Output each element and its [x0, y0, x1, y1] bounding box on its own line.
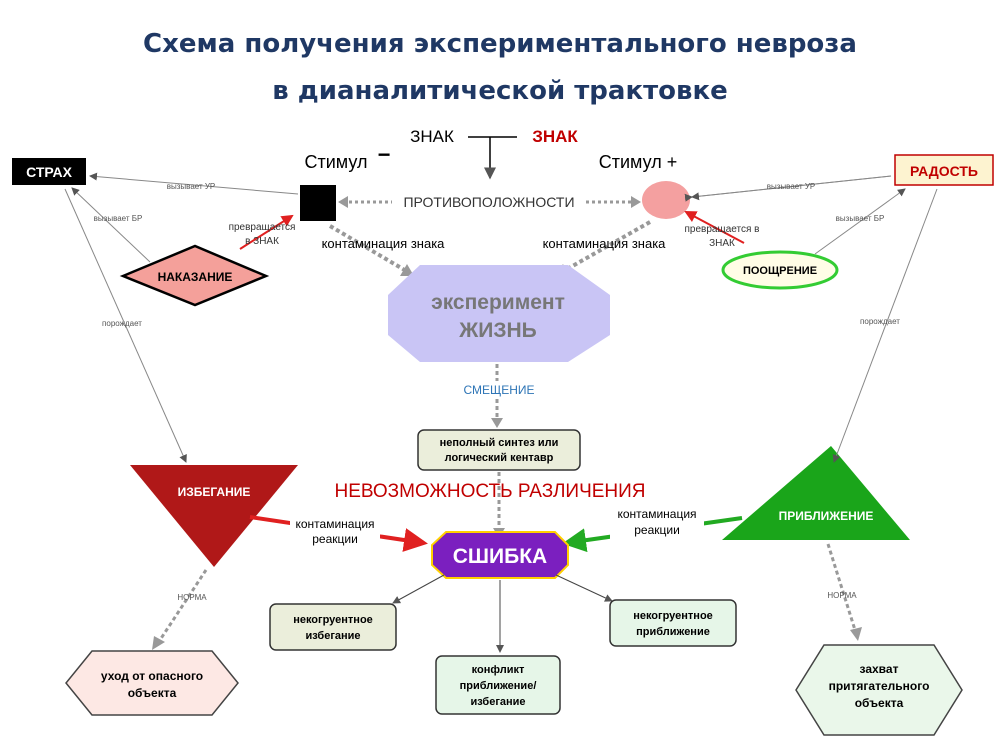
- contamination-sign-left-head: [400, 264, 414, 276]
- norm-left-arrow: [158, 569, 208, 641]
- displacement-label: СМЕЩЕНИЕ: [463, 383, 534, 397]
- turns-into-right-arrow: [684, 211, 745, 244]
- causes-br-left-arrow: [71, 187, 151, 263]
- capture-object-line1: захват: [860, 662, 899, 676]
- error-label: СШИБКА: [453, 545, 547, 568]
- approach-triangle: [722, 446, 910, 540]
- causes-br-right-arrow: [814, 188, 906, 255]
- contamination-reaction-right-line2: реакции: [634, 523, 680, 537]
- minus-sign: −: [378, 142, 391, 167]
- stimulus-minus-square: [300, 185, 336, 221]
- conflict-box: [435, 655, 561, 715]
- fear-box: [12, 158, 86, 185]
- causes-ur-left-label: вызывает УР: [167, 182, 216, 191]
- generates-right-arrow: [832, 188, 938, 463]
- incong-approach-line2: приближение: [636, 626, 710, 638]
- norm-right-label: НОРМА: [827, 591, 857, 600]
- turns-into-left-arrow: [239, 214, 294, 250]
- contamination-sign-left-label: контаминация знака: [322, 236, 446, 251]
- incong-avoid-line2: избегание: [305, 630, 360, 642]
- joy-label: РАДОСТЬ: [910, 163, 978, 179]
- sign-label-right: ЗНАК: [532, 127, 578, 146]
- avoidance-label: ИЗБЕГАНИЕ: [178, 485, 251, 499]
- displacement-label-bg: [456, 381, 542, 397]
- generates-right-label: порождает: [860, 317, 900, 326]
- sign-label-left: ЗНАК: [410, 127, 454, 146]
- incong-approach-line1: некогруентное: [633, 610, 713, 622]
- impossibility-label: НЕВОЗМОЖНОСТЬ РАЗЛИЧЕНИЯ: [334, 481, 645, 502]
- error-octagon: [431, 531, 569, 579]
- title-line-2: в дианалитической трактовке: [272, 76, 728, 106]
- synthesis-line1: неполный синтез или: [440, 437, 559, 449]
- opposites-arrowhead-right: [631, 196, 641, 208]
- stimulus-plus-label: Стимул +: [599, 152, 678, 172]
- contamination-reaction-right-line1: контаминация: [617, 507, 696, 521]
- causes-ur-right-label: вызывает УР: [767, 182, 816, 191]
- causes-ur-right-arrow: [691, 175, 892, 201]
- punishment-diamond: [119, 244, 270, 307]
- avoidance-triangle: [130, 465, 298, 567]
- contamination-reaction-right-bg: [610, 503, 704, 539]
- norm-left-head: [152, 636, 165, 650]
- incong-approach-box: [609, 599, 737, 647]
- generates-left-label: порождает: [102, 319, 142, 328]
- encouragement-label: ПООЩРЕНИЕ: [743, 265, 817, 277]
- error-to-incong-approach: [555, 574, 613, 602]
- encouragement-ellipse: [721, 250, 839, 290]
- incong-avoid-line1: некогруентное: [293, 614, 373, 626]
- title-line-1: Схема получения экспериментального невро…: [143, 29, 857, 59]
- leave-object-line1: уход от опасного: [101, 669, 203, 683]
- capture-object-line2: притягательного: [829, 679, 930, 693]
- opposites-arrowhead-left: [338, 196, 348, 208]
- capture-object-line3: объекта: [855, 696, 904, 710]
- conflict-line3: избегание: [470, 696, 525, 708]
- turns-into-right-line1: превращается в: [685, 224, 760, 235]
- stimulus-minus-label: Стимул: [305, 152, 368, 172]
- synthesis-box: [417, 429, 581, 471]
- conflict-line2: приближение/: [460, 680, 537, 692]
- contamination-reaction-left-line1: контаминация: [295, 517, 374, 531]
- contamination-reaction-left-bg: [290, 516, 380, 548]
- turns-into-left-line2: в ЗНАК: [245, 236, 279, 247]
- leave-object-hexagon: [65, 650, 239, 716]
- norm-right-head: [850, 627, 862, 641]
- opposites-label: ПРОТИВОПОЛОЖНОСТИ: [403, 194, 574, 210]
- displacement-arrowhead: [491, 418, 503, 428]
- causes-ur-left-arrow: [89, 172, 299, 195]
- experiment-line1: эксперимент: [431, 291, 565, 314]
- error-to-incong-avoid: [392, 574, 445, 604]
- turns-into-left-line1: превращается: [229, 222, 296, 233]
- fear-label: СТРАХ: [26, 164, 73, 180]
- experiment-line2: ЖИЗНЬ: [458, 319, 537, 342]
- contamination-reaction-left-line2: реакции: [312, 532, 358, 546]
- contamination-sign-right-label: контаминация знака: [543, 236, 667, 251]
- capture-object-hexagon: [795, 644, 963, 736]
- approach-label: ПРИБЛИЖЕНИЕ: [779, 509, 874, 523]
- stimulus-plus-circle: [642, 181, 690, 219]
- norm-right-arrow: [826, 543, 857, 631]
- leave-object-line2: объекта: [128, 686, 177, 700]
- punishment-label: НАКАЗАНИЕ: [158, 270, 233, 284]
- experiment-octagon: [388, 265, 610, 362]
- norm-left-label: НОРМА: [177, 593, 207, 602]
- generates-left-arrow: [64, 188, 187, 463]
- joy-box: [894, 154, 994, 186]
- conflict-line1: конфликт: [472, 664, 525, 676]
- turns-into-right-line2: ЗНАК: [709, 238, 735, 249]
- synthesis-line2: логический кентавр: [445, 452, 554, 464]
- incong-avoid-box: [269, 603, 397, 651]
- causes-br-left-label: вызывает БР: [94, 214, 143, 223]
- causes-br-right-label: вызывает БР: [836, 214, 885, 223]
- contamination-sign-left-arrow: [328, 224, 410, 274]
- contamination-sign-right-arrow: [561, 220, 651, 274]
